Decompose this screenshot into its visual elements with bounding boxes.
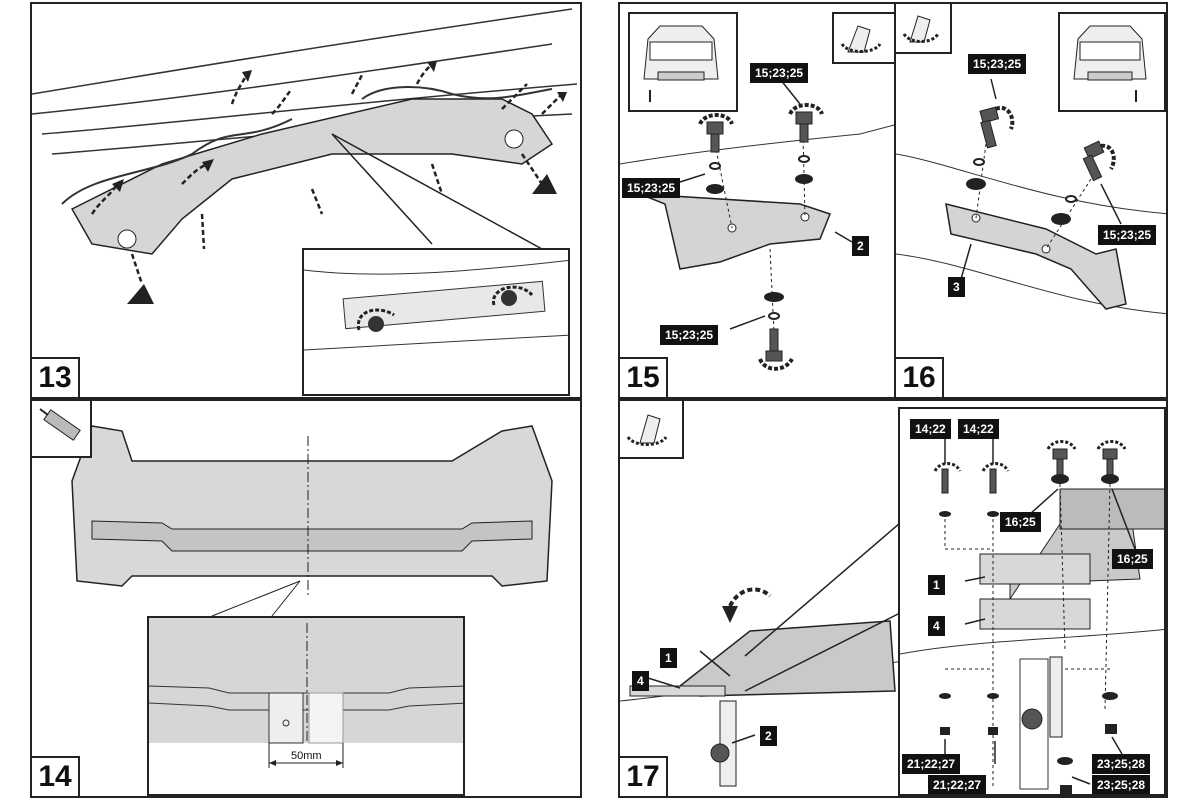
step-17-detail-inset: 14;22 14;22 16;25 16;25 1 4 21;22;27 21;… [898, 407, 1166, 796]
torque-label-g: 14;22 [958, 419, 999, 439]
step-16-illustration [896, 78, 1166, 315]
step-16-panel: 15;23;25 15;23;25 3 16 [894, 2, 1168, 399]
step-14-dimension-label: 50mm [291, 750, 322, 762]
step-13-illustration [32, 8, 578, 304]
part-label-2: 2 [852, 236, 869, 256]
part-label-4-main: 4 [632, 671, 649, 691]
part-label-3: 3 [948, 277, 965, 297]
torque-label-b: 15;23;25 [750, 63, 809, 83]
nut-torque-label-d: 23;25;28 [1092, 775, 1151, 794]
part-label-2-main: 2 [760, 726, 777, 746]
step-13-panel: 13 [30, 2, 582, 399]
step-13-detail-inset [302, 248, 570, 396]
step-17-detail-illustration [900, 439, 1164, 794]
step-14-number: 14 [32, 756, 80, 796]
tool-icon [832, 12, 894, 64]
nut-torque-label-c: 23;25;28 [1092, 754, 1151, 774]
step-17-illustration [620, 522, 906, 787]
step-14-detail-inset: 50mm [147, 616, 465, 796]
nut-torque-label-a: 21;22;27 [902, 754, 961, 774]
part-label-4-inset: 4 [928, 616, 945, 636]
car-rear-view-icon-2 [1058, 12, 1166, 112]
step-15-panel: 15;23;25 15;23;25 15;23;25 2 15 [618, 2, 896, 399]
car-rear-view-icon [628, 12, 738, 112]
step-16-number: 16 [896, 357, 944, 397]
tool-icon-2 [896, 4, 952, 54]
part-label-1-main: 1 [660, 648, 677, 668]
step-15-number: 15 [620, 357, 668, 397]
tool-icon-3 [620, 401, 684, 459]
torque-label-h: 16;25 [1000, 512, 1041, 532]
torque-label-f: 14;22 [910, 419, 951, 439]
step-17-panel: 14;22 14;22 16;25 16;25 1 4 21;22;27 21;… [618, 399, 1168, 798]
torque-label-c: 15;23;25 [660, 325, 719, 345]
cutter-tool-icon [32, 401, 92, 458]
step-17-number: 17 [620, 756, 668, 796]
step-14-panel: 50mm 14 [30, 399, 582, 798]
torque-label-e: 15;23;25 [1098, 225, 1157, 245]
step-13-number: 13 [32, 357, 80, 397]
nut-torque-label-b: 21;22;27 [928, 775, 987, 794]
step-14-detail-illustration [149, 618, 463, 768]
step-13-detail-illustration [304, 259, 568, 351]
torque-label-a: 15;23;25 [622, 178, 681, 198]
step-15-illustration [620, 78, 894, 371]
part-label-1-inset: 1 [928, 575, 945, 595]
torque-label-i: 16;25 [1112, 549, 1153, 569]
torque-label-d: 15;23;25 [968, 54, 1027, 74]
step-14-illustration [71, 425, 553, 617]
